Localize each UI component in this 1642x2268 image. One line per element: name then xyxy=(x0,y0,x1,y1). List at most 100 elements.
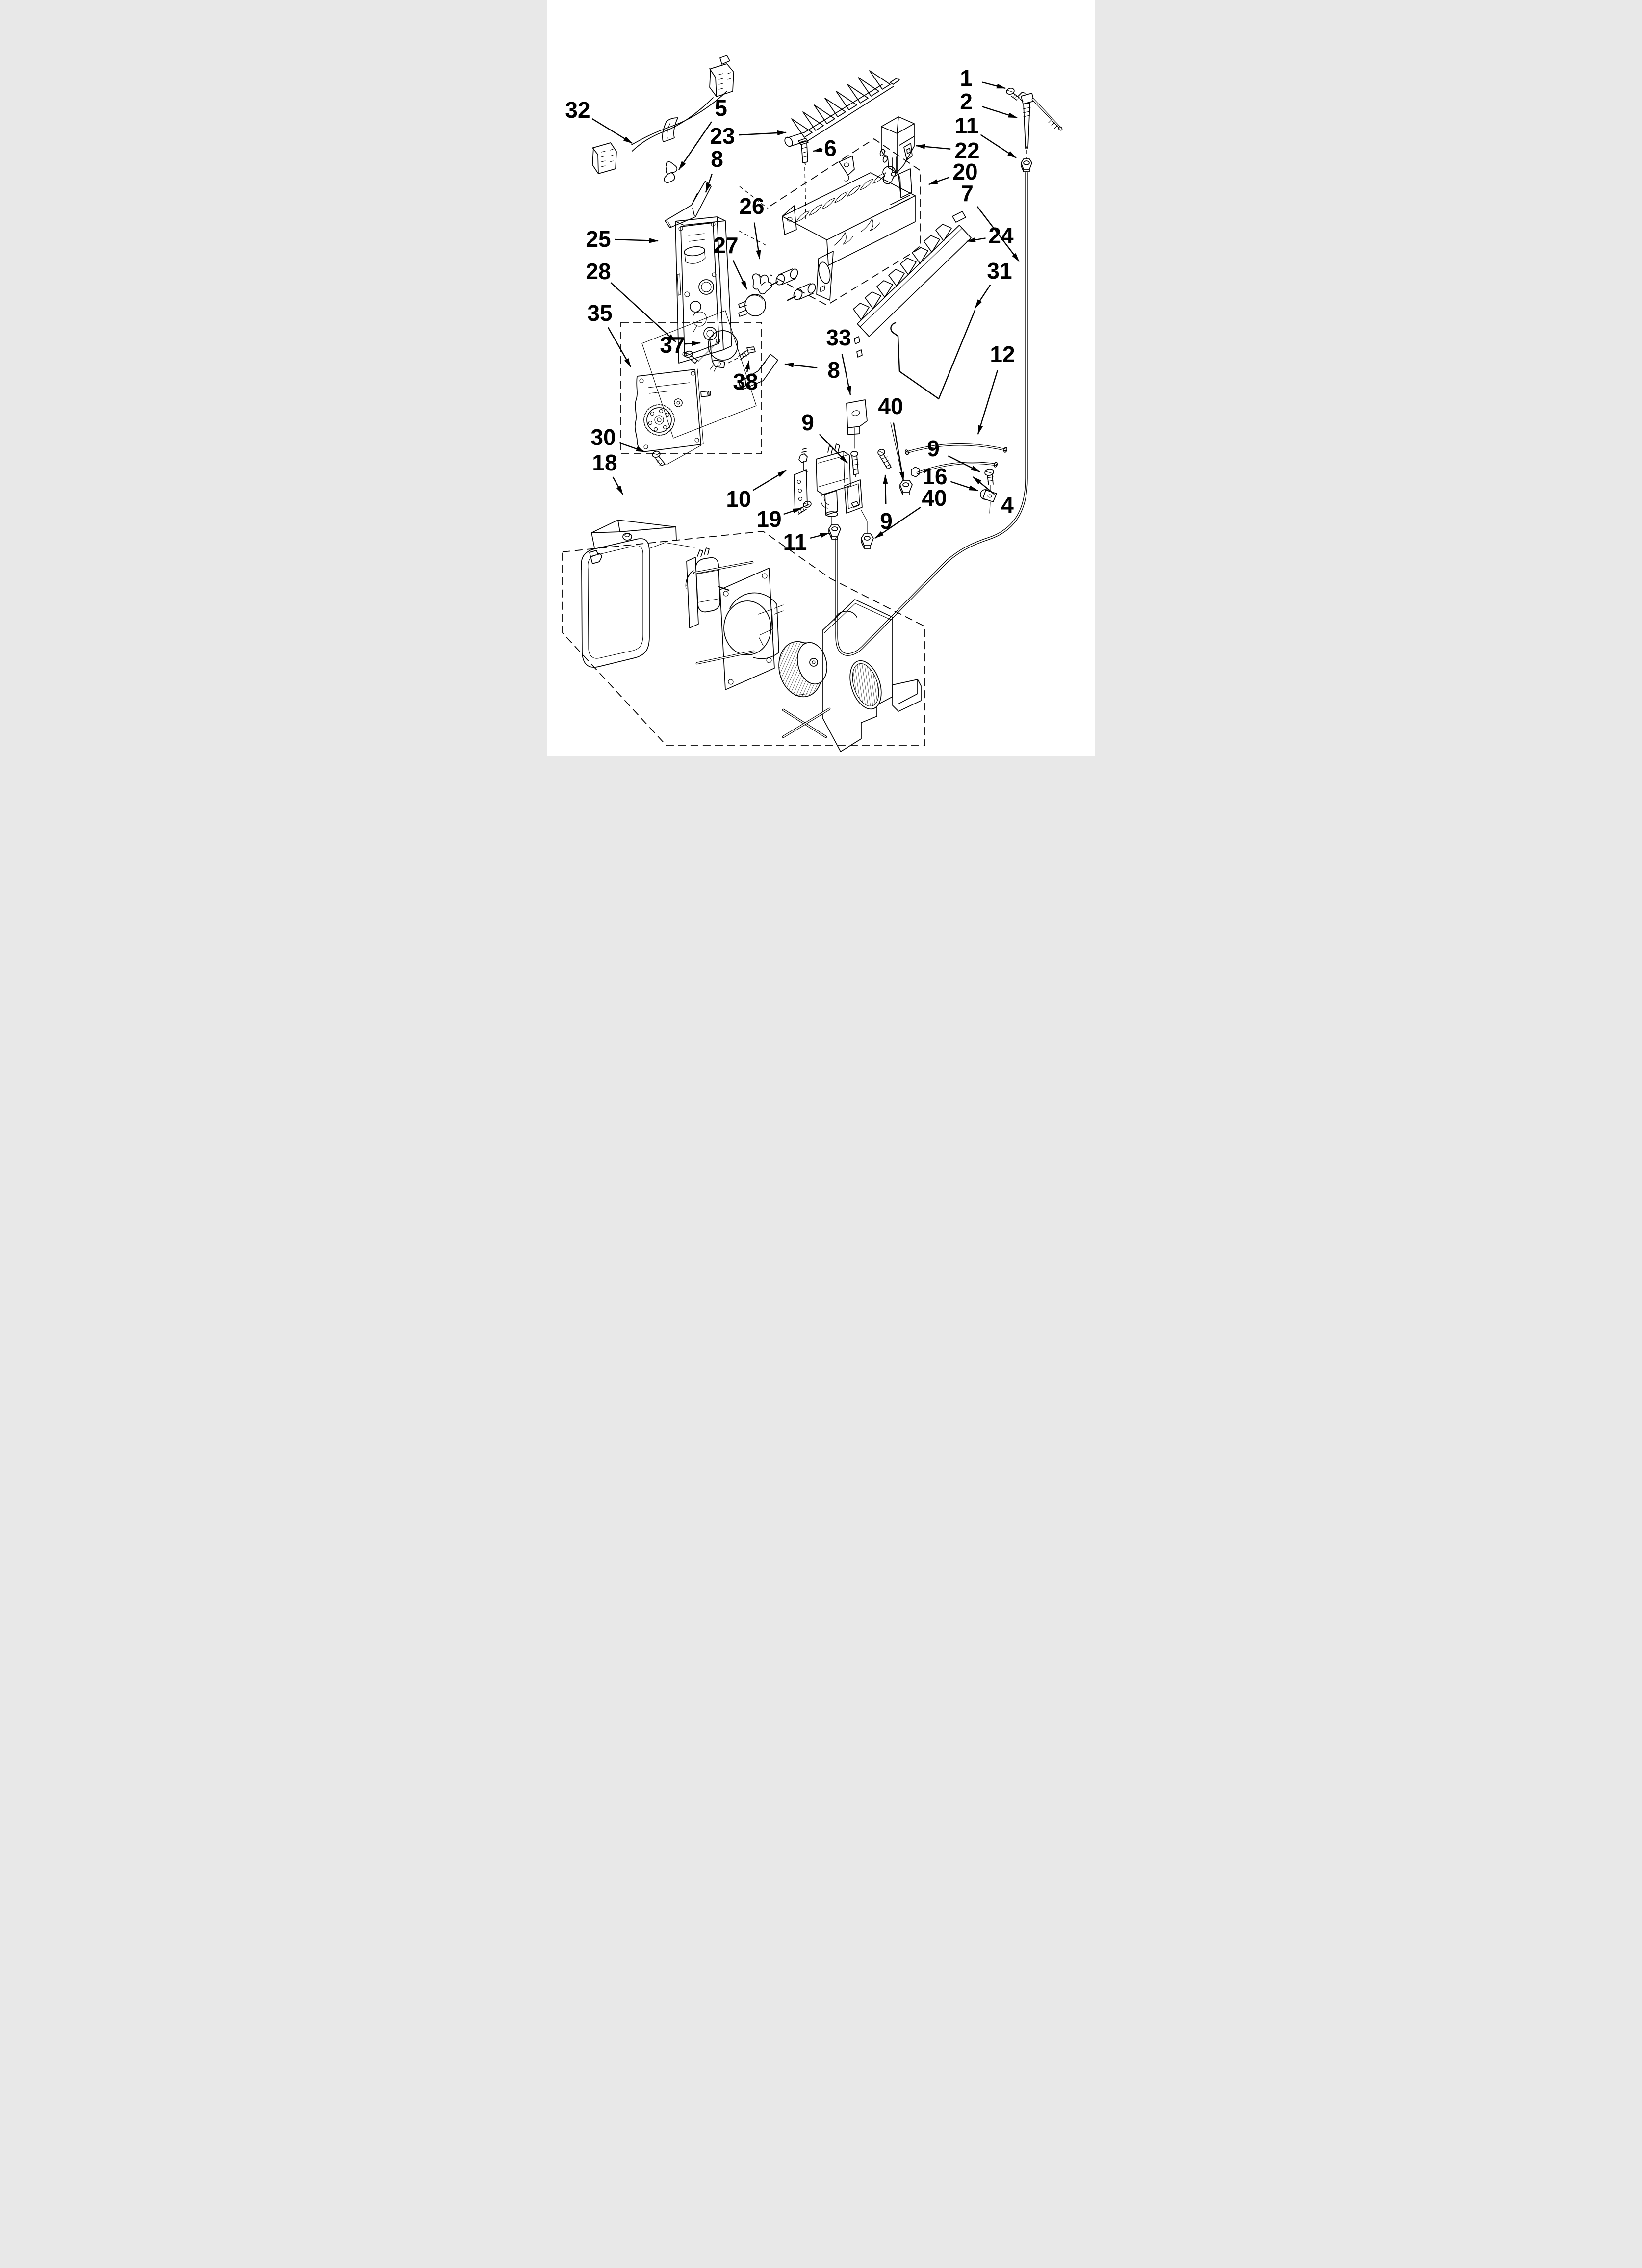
callout-leader-11-12 xyxy=(980,135,1017,158)
shutoff-arm-wire xyxy=(891,310,975,399)
callout-label-33-20: 33 xyxy=(826,325,851,350)
callout-leader-9-21 xyxy=(820,434,847,463)
callout-leader-38-19 xyxy=(745,360,750,372)
callout-leader-8-26 xyxy=(784,363,817,368)
nut-11-lower xyxy=(829,524,841,539)
callout-label-40-22: 40 xyxy=(878,393,903,419)
callout-leader-18-31 xyxy=(613,477,623,495)
callout-label-7-15: 7 xyxy=(961,181,974,206)
callout-leader-35-9 xyxy=(608,328,631,367)
callout-label-18-31: 18 xyxy=(592,450,617,475)
air-duct-housing xyxy=(783,600,893,752)
mold-dashed-outline xyxy=(739,139,921,305)
callout-label-27-6: 27 xyxy=(713,233,738,258)
callout-label-8-3: 8 xyxy=(711,146,723,172)
callout-label-10-32: 10 xyxy=(726,486,751,512)
gearbox-plate xyxy=(635,369,711,452)
tube-4 xyxy=(911,462,998,477)
nut-11-upper xyxy=(1021,159,1032,172)
callout-leader-32-0 xyxy=(592,119,633,143)
icemaker-cover xyxy=(581,539,649,667)
callout-leader-9-25 xyxy=(883,474,888,504)
callout-leader-31-17 xyxy=(975,285,990,309)
callout-label-16-28: 16 xyxy=(922,464,947,489)
callout-leader-24-16 xyxy=(966,237,986,242)
callout-leader-4-24 xyxy=(973,477,995,495)
callout-label-40-29: 40 xyxy=(922,485,947,511)
callout-leader-27-6 xyxy=(733,261,747,290)
callout-leader-30-30 xyxy=(619,443,645,452)
callout-leader-22-13 xyxy=(916,144,950,149)
screw-9-right xyxy=(984,469,994,490)
icemaker-mold xyxy=(770,156,915,301)
retainer-clip-26 xyxy=(753,274,772,294)
callout-label-5-1: 5 xyxy=(715,95,727,121)
housing-dashed-outline xyxy=(563,531,925,746)
callout-label-24-16: 24 xyxy=(988,223,1014,248)
callout-leader-8-3 xyxy=(706,174,712,193)
callout-label-32-0: 32 xyxy=(565,97,590,123)
screw-6 xyxy=(798,138,808,222)
callout-leader-10-32 xyxy=(753,470,787,491)
fill-cup xyxy=(879,117,914,176)
fill-tube-inlet xyxy=(1018,92,1063,159)
callout-label-28-8: 28 xyxy=(586,259,611,284)
callout-label-12-23: 12 xyxy=(990,341,1015,367)
wiring-harness xyxy=(592,55,734,174)
ice-auger xyxy=(783,71,899,148)
callout-label-1-10: 1 xyxy=(960,65,973,91)
callout-leader-5-1 xyxy=(679,122,712,170)
screw-9-middle xyxy=(877,448,891,469)
tube-clamp-16 xyxy=(980,490,997,513)
nut-40-upper xyxy=(891,423,912,495)
callout-label-35-9: 35 xyxy=(587,300,612,326)
callout-leader-11-34 xyxy=(810,533,829,538)
callout-leader-6-4 xyxy=(813,147,822,152)
water-inlet-valve xyxy=(794,444,867,533)
screw-1 xyxy=(1006,87,1024,102)
fan-motor xyxy=(686,548,729,628)
callout-label-2-11: 2 xyxy=(960,89,973,114)
fan-mounting-plate xyxy=(694,562,783,690)
duct-foot-bracket xyxy=(893,679,921,711)
screw-9-left xyxy=(851,428,858,477)
callout-label-8-26: 8 xyxy=(827,357,840,383)
callout-leader-19-33 xyxy=(784,508,802,514)
callout-leader-37-18 xyxy=(685,341,701,346)
screw-30 xyxy=(652,445,701,466)
callout-leader-2-11 xyxy=(982,106,1018,118)
water-fill-tube xyxy=(837,173,1026,654)
screw-19 xyxy=(796,500,812,514)
callout-leader-7-15 xyxy=(977,207,1019,262)
callout-leader-28-8 xyxy=(611,283,676,342)
mounting-bracket-upper xyxy=(665,181,711,228)
drive-module-dashed-box xyxy=(621,311,762,454)
callout-label-22-13: 22 xyxy=(954,138,979,163)
callout-leader-20-14 xyxy=(928,177,949,184)
callout-label-31-17: 31 xyxy=(987,258,1012,284)
callout-label-19-33: 19 xyxy=(756,506,781,532)
callout-leader-40-22 xyxy=(894,423,904,481)
callout-leader-23-2 xyxy=(739,130,787,135)
callout-leader-1-10 xyxy=(982,82,1006,88)
callout-label-37-18: 37 xyxy=(660,332,685,358)
callout-label-30-30: 30 xyxy=(590,424,616,450)
parts-diagram-svg: 3252386262725283512112220724313738339401… xyxy=(547,0,1095,756)
callout-label-11-34: 11 xyxy=(783,529,807,555)
callout-label-23-2: 23 xyxy=(710,123,735,149)
callout-leader-33-20 xyxy=(842,354,851,395)
screw-28 xyxy=(684,341,718,364)
callout-label-9-25: 9 xyxy=(880,508,893,534)
callout-label-4-24: 4 xyxy=(1001,492,1014,518)
callout-leader-26-5 xyxy=(754,223,761,260)
harness-clip xyxy=(664,162,677,183)
tube-12 xyxy=(905,444,1008,455)
callout-leader-25-7 xyxy=(615,238,659,243)
callout-label-38-19: 38 xyxy=(733,369,758,394)
bracket-33 xyxy=(847,400,867,435)
callout-label-11-12: 11 xyxy=(955,113,979,138)
callout-leader-16-28 xyxy=(950,482,978,491)
callout-label-26-5: 26 xyxy=(739,193,764,219)
blower-wheel xyxy=(773,637,831,701)
